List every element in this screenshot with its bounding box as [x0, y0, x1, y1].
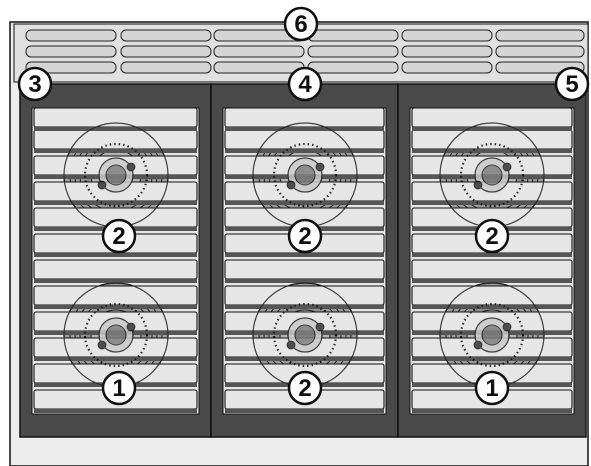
grate-gap [34, 409, 197, 413]
callout-number: 6 [294, 11, 307, 38]
callout-number: 3 [28, 71, 41, 98]
callout-4: 4 [287, 66, 323, 102]
callout-burner-front-right: 1 [474, 370, 510, 406]
grate-bar [224, 285, 385, 306]
burner-cap [439, 282, 545, 388]
grate-bar [411, 107, 573, 128]
grate-gap [412, 201, 572, 205]
grate-gap [225, 409, 384, 413]
burner-cap [63, 122, 169, 228]
callout-number: 2 [485, 223, 498, 250]
grate-gap [412, 253, 572, 257]
callout-number: 4 [298, 71, 312, 98]
vent-slot [401, 45, 493, 58]
grate-gap [225, 201, 384, 205]
callout-burner-back-right: 2 [474, 218, 510, 254]
grate-gap [225, 127, 384, 131]
callout-burner-back-left: 2 [101, 218, 137, 254]
grate-gap [412, 409, 572, 413]
grate-gap [34, 279, 197, 283]
vent-slot [120, 45, 212, 58]
vent-slot [213, 61, 305, 74]
vent-slot [495, 45, 585, 58]
grate-bar [411, 285, 573, 306]
grate-gap [34, 253, 197, 257]
grate-bar [224, 129, 385, 150]
vent-slot [25, 45, 117, 58]
vent-slot [307, 45, 399, 58]
callout-number: 2 [298, 223, 311, 250]
callout-burner-front-left: 1 [101, 370, 137, 406]
grate-bar [224, 259, 385, 280]
vent-slot [25, 61, 117, 74]
vent-slot [25, 29, 117, 42]
callout-5: 5 [554, 66, 590, 102]
callout-3: 3 [17, 66, 53, 102]
grate-bar [411, 129, 573, 150]
callout-number: 2 [298, 375, 311, 402]
grate-gap [412, 357, 572, 361]
burner-cap [252, 282, 358, 388]
grate-gap [34, 149, 197, 153]
vent-slot [120, 29, 212, 42]
callout-6: 6 [283, 6, 319, 42]
vent-slot [401, 29, 493, 42]
grate-gap [34, 127, 197, 131]
grate-bar [33, 129, 198, 150]
grate-gap [225, 253, 384, 257]
grate-gap [412, 149, 572, 153]
grate-gap [225, 357, 384, 361]
callout-number: 1 [485, 375, 498, 402]
vent-slot [401, 61, 493, 74]
grate-bar [33, 285, 198, 306]
vent-slot [307, 29, 399, 42]
callout-burner-front-center: 2 [287, 370, 323, 406]
grate-gap [34, 357, 197, 361]
grate-gap [225, 279, 384, 283]
grate [19, 83, 212, 438]
grate-bar [224, 107, 385, 128]
vent-slot [307, 61, 399, 74]
callout-number: 5 [565, 71, 578, 98]
vent-slot [213, 45, 305, 58]
callout-burner-back-center: 2 [287, 218, 323, 254]
grate-bar [33, 107, 198, 128]
grate [210, 83, 399, 438]
grate-bar [33, 259, 198, 280]
grate-gap [412, 279, 572, 283]
grate-gap [34, 201, 197, 205]
callout-number: 1 [112, 375, 125, 402]
grate-gap [34, 305, 197, 309]
grate-gap [412, 305, 572, 309]
vent-slot [120, 61, 212, 74]
grate-gap [225, 305, 384, 309]
grate-gap [412, 127, 572, 131]
callout-number: 2 [112, 223, 125, 250]
grate-gap [225, 149, 384, 153]
grate-bar [411, 259, 573, 280]
vent-slot [495, 29, 585, 42]
burner-cap [439, 122, 545, 228]
